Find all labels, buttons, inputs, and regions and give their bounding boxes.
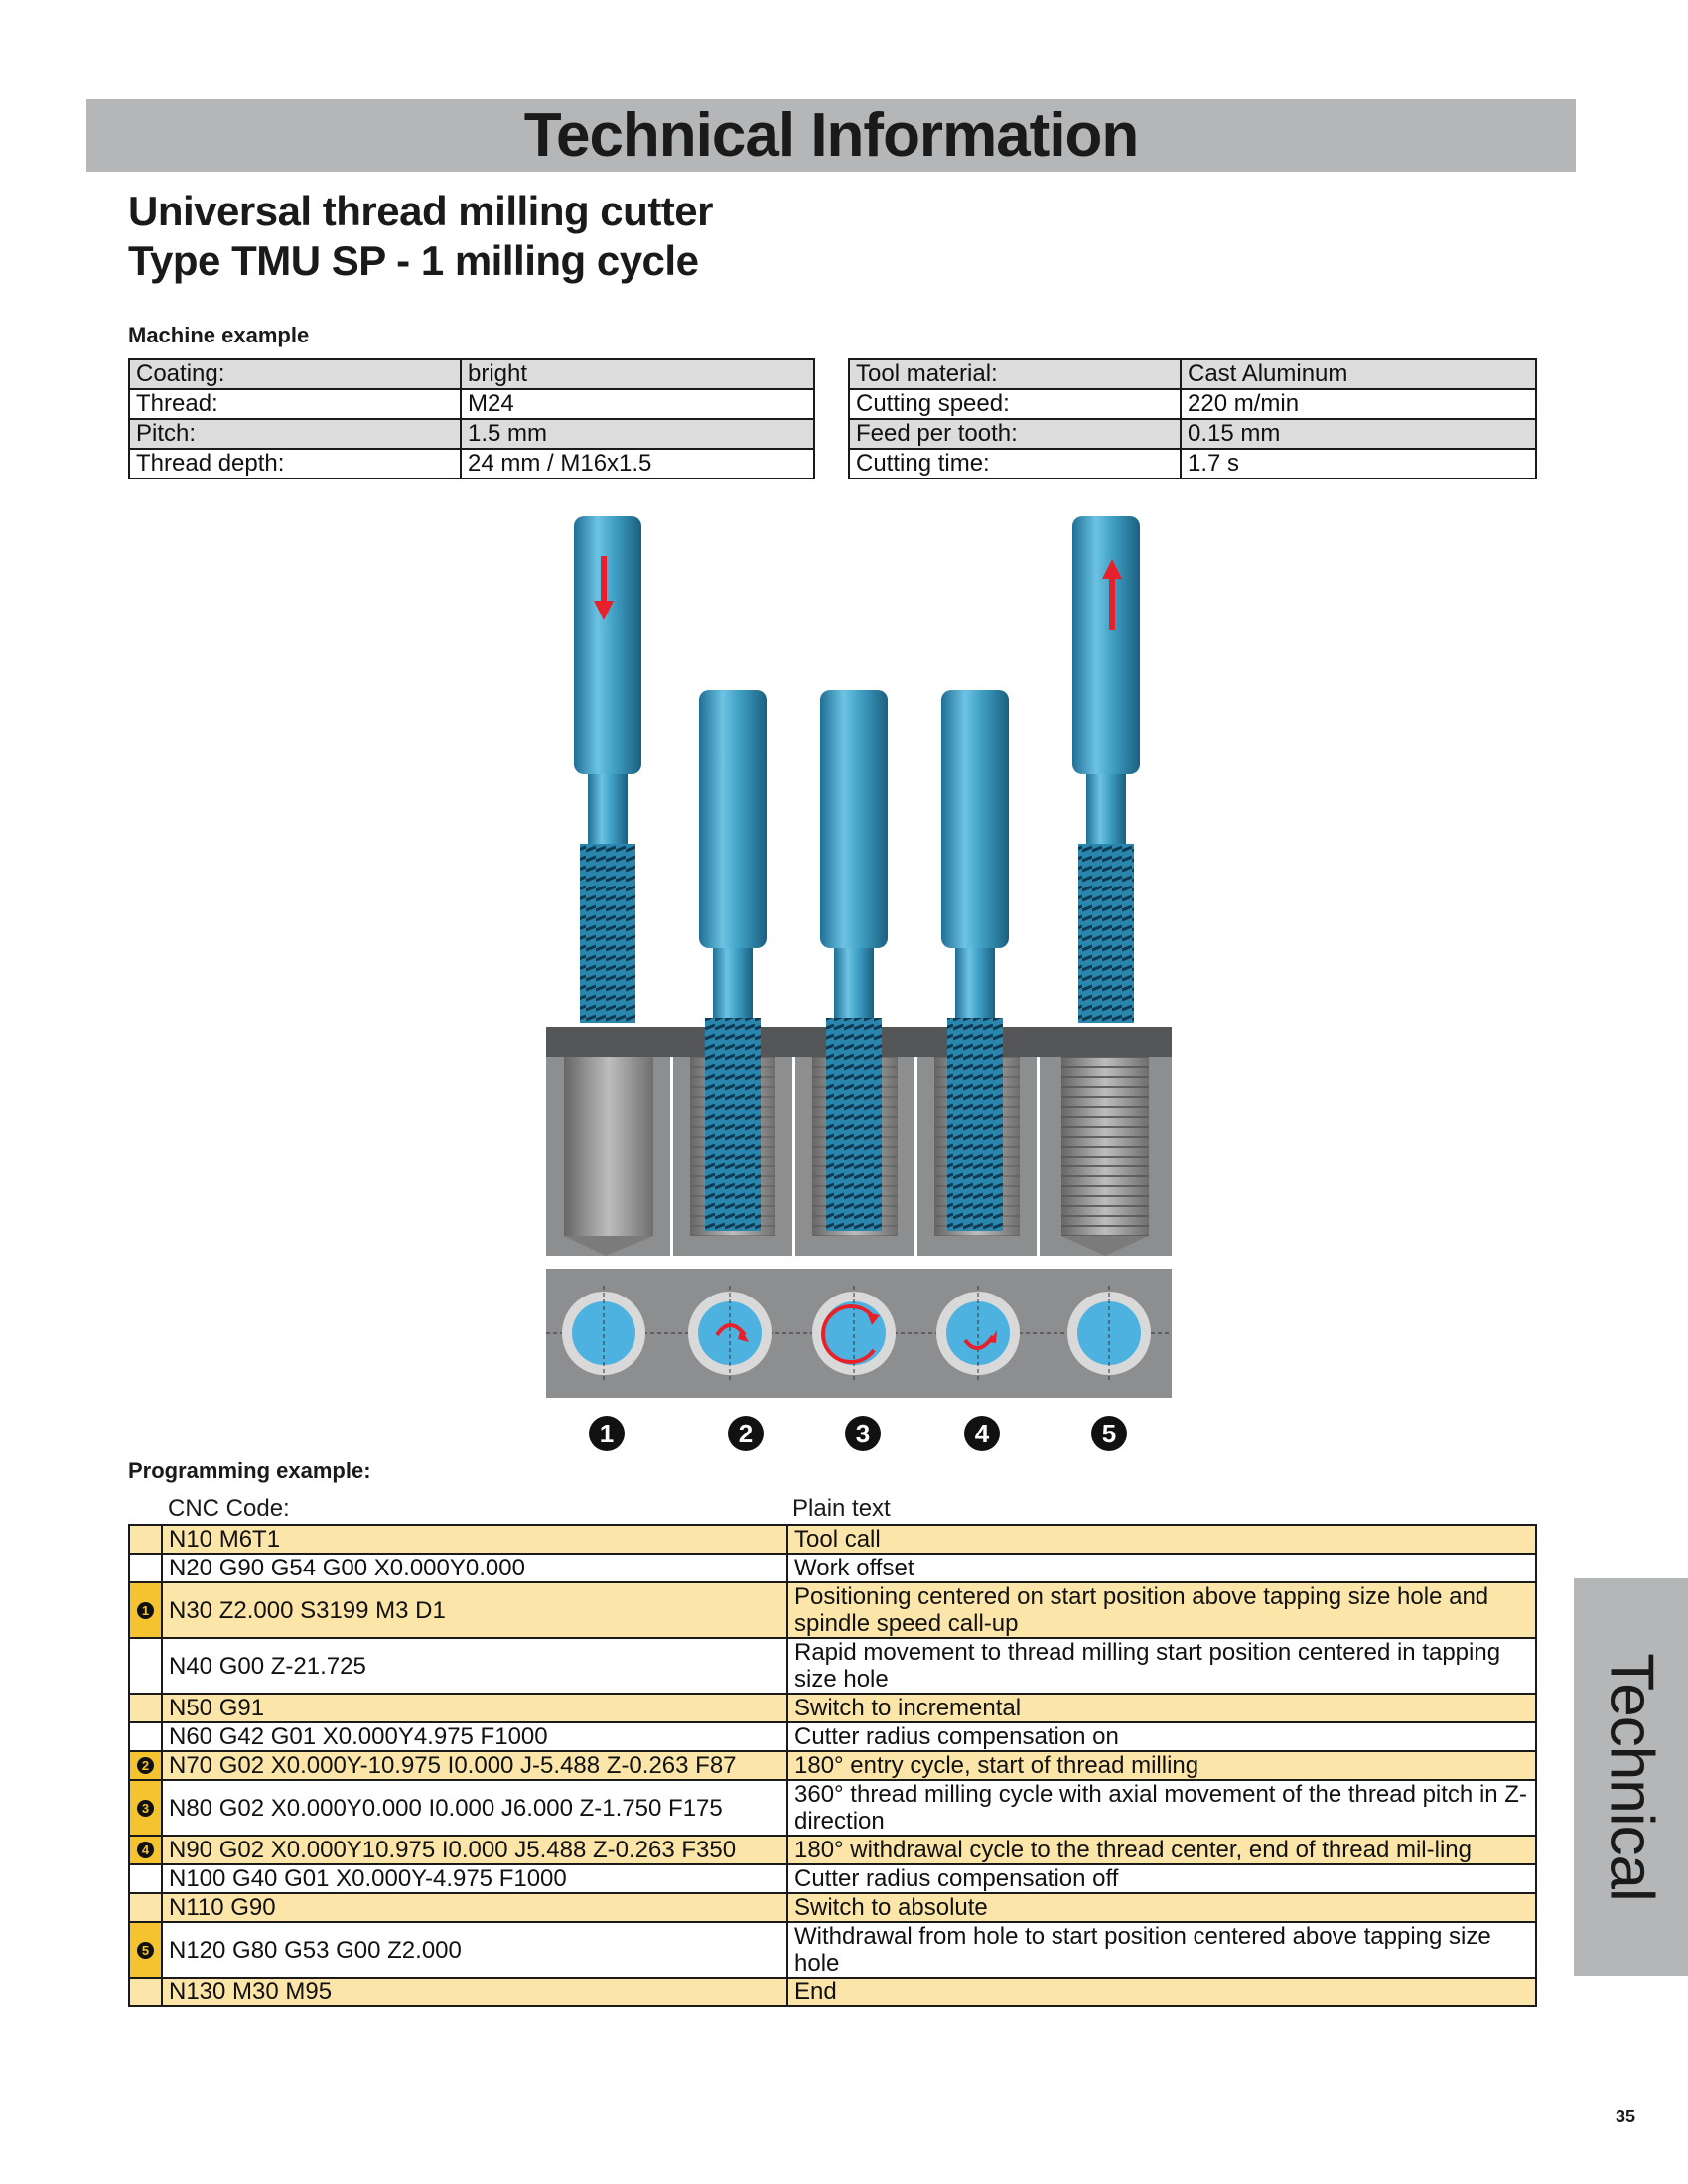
cnc-code: N80 G02 X0.000Y0.000 I0.000 J6.000 Z-1.7… [161,1779,788,1837]
row-marker [128,1863,163,1894]
row-marker [128,1721,163,1752]
machine-spec-table-left: Coating:bright Thread:M24 Pitch:1.5 mm T… [128,358,815,479]
cnc-code: N120 G80 G53 G00 Z2.000 [161,1921,788,1979]
cnc-code: N110 G90 [161,1892,788,1923]
row-marker [128,1524,163,1555]
row-marker [128,1553,163,1583]
side-tab-label: Technical [1597,1653,1665,1901]
row-marker: 1 [128,1581,163,1639]
machine-spec-table-right: Tool material:Cast Aluminum Cutting spee… [848,358,1537,479]
table-row: N110 G90 Switch to absolute [128,1892,1537,1923]
step-marker-3: 3 [137,1799,154,1817]
programming-example-label: Programming example: [128,1458,371,1483]
tool-1 [574,516,641,1023]
step-number-2: 2 [728,1416,764,1451]
spec-row: Cutting time:1.7 s [848,448,1537,479]
row-marker [128,1693,163,1723]
table-row: 5 N120 G80 G53 G00 Z2.000 Withdrawal fro… [128,1921,1537,1979]
row-marker: 4 [128,1835,163,1865]
table-row: 2 N70 G02 X0.000Y-10.975 I0.000 J-5.488 … [128,1750,1537,1781]
plain-text: Cutter radius compensation off [786,1863,1537,1894]
tool-4 [941,690,1009,1231]
step-number-5: 5 [1091,1416,1127,1451]
tool-3 [820,690,888,1231]
col-header-plain: Plain text [792,1495,891,1522]
cnc-code: N130 M30 M95 [161,1977,788,2007]
row-marker: 3 [128,1779,163,1837]
plain-text: Tool call [786,1524,1537,1555]
spec-row: Pitch:1.5 mm [128,418,815,450]
spec-row: Tool material:Cast Aluminum [848,358,1537,390]
cnc-code: N100 G40 G01 X0.000Y-4.975 F1000 [161,1863,788,1894]
table-row: 4 N90 G02 X0.000Y10.975 I0.000 J5.488 Z-… [128,1835,1537,1865]
row-marker [128,1892,163,1923]
step-marker-1: 1 [137,1601,154,1619]
plain-text: Rapid movement to thread milling start p… [786,1637,1537,1695]
header-banner: Technical Information [86,99,1576,172]
machine-example-label: Machine example [128,323,310,347]
table-row: N20 G90 G54 G00 X0.000Y0.000 Work offset [128,1553,1537,1583]
spec-row: Thread:M24 [128,388,815,420]
cnc-code: N70 G02 X0.000Y-10.975 I0.000 J-5.488 Z-… [161,1750,788,1781]
subtitle: Universal thread milling cutter Type TMU… [128,187,714,286]
side-tab-technical[interactable]: Technical [1574,1578,1688,1976]
step-marker-5: 5 [137,1941,154,1959]
spec-row: Thread depth:24 mm / M16x1.5 [128,448,815,479]
table-row: 3 N80 G02 X0.000Y0.000 I0.000 J6.000 Z-1… [128,1779,1537,1837]
cnc-code: N90 G02 X0.000Y10.975 I0.000 J5.488 Z-0.… [161,1835,788,1865]
table-row: 1 N30 Z2.000 S3199 M3 D1 Positioning cen… [128,1581,1537,1639]
row-marker [128,1977,163,2007]
programming-table: N10 M6T1 Tool call N20 G90 G54 G00 X0.00… [128,1524,1537,2007]
cnc-code: N10 M6T1 [161,1524,788,1555]
row-marker [128,1637,163,1695]
page-title: Technical Information [523,101,1140,170]
table-row: N40 G00 Z-21.725 Rapid movement to threa… [128,1637,1537,1695]
plain-text: End [786,1977,1537,2007]
cnc-code: N40 G00 Z-21.725 [161,1637,788,1695]
plain-text: Switch to absolute [786,1892,1537,1923]
tool-2 [699,690,767,1231]
table-row: N60 G42 G01 X0.000Y4.975 F1000 Cutter ra… [128,1721,1537,1752]
plain-text: Switch to incremental [786,1693,1537,1723]
subtitle-line1: Universal thread milling cutter [128,188,714,234]
table-row: N50 G91 Switch to incremental [128,1693,1537,1723]
top-view-strip [546,1269,1172,1398]
plain-text: Withdrawal from hole to start position c… [786,1921,1537,1979]
step-marker-4: 4 [137,1842,154,1858]
plain-text: 360° thread milling cycle with axial mov… [786,1779,1537,1837]
cnc-code: N30 Z2.000 S3199 M3 D1 [161,1581,788,1639]
tool-5 [1072,516,1140,1023]
step-marker-2: 2 [137,1757,154,1774]
cnc-code: N20 G90 G54 G00 X0.000Y0.000 [161,1553,788,1583]
cnc-code: N60 G42 G01 X0.000Y4.975 F1000 [161,1721,788,1752]
plain-text: Work offset [786,1553,1537,1583]
col-header-cnc: CNC Code: [168,1495,290,1522]
plain-text: Positioning centered on start position a… [786,1581,1537,1639]
step-number-1: 1 [589,1416,625,1451]
table-row: N100 G40 G01 X0.000Y-4.975 F1000 Cutter … [128,1863,1537,1894]
spec-row: Coating:bright [128,358,815,390]
row-marker: 5 [128,1921,163,1979]
cnc-code: N50 G91 [161,1693,788,1723]
row-marker: 2 [128,1750,163,1781]
subtitle-line2: Type TMU SP - 1 milling cycle [128,237,699,284]
table-row: N10 M6T1 Tool call [128,1524,1537,1555]
thread-milling-illustration [546,516,1172,1398]
spec-row: Feed per tooth:0.15 mm [848,418,1537,450]
plain-text: 180° entry cycle, start of thread millin… [786,1750,1537,1781]
step-number-4: 4 [964,1416,1000,1451]
page-number: 35 [1616,2107,1636,2126]
plain-text: 180° withdrawal cycle to the thread cent… [786,1835,1537,1865]
step-number-3: 3 [845,1416,881,1451]
table-row: N130 M30 M95 End [128,1977,1537,2007]
plain-text: Cutter radius compensation on [786,1721,1537,1752]
spec-row: Cutting speed:220 m/min [848,388,1537,420]
